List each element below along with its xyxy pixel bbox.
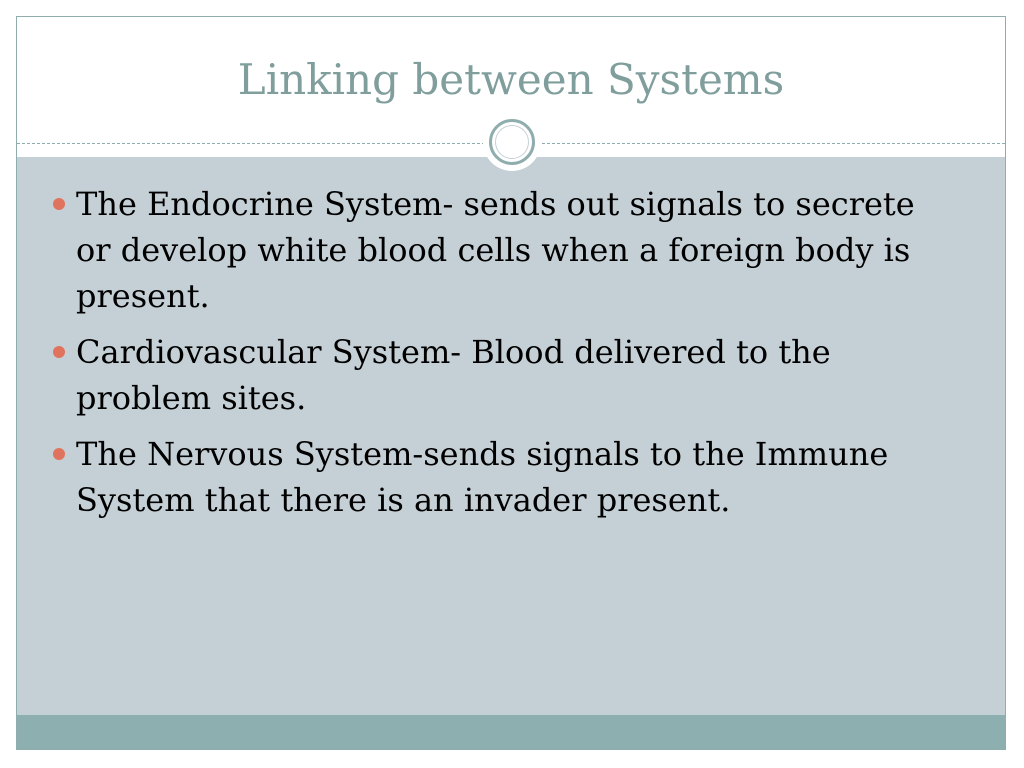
circle-bullet-icon	[53, 198, 65, 210]
slide-title: Linking between Systems	[237, 55, 785, 104]
footer-bar	[17, 715, 1005, 749]
ring-icon	[489, 119, 535, 165]
bullet-text: Cardiovascular System- Blood delivered t…	[76, 333, 831, 417]
bullet-item: The Nervous System-sends signals to the …	[53, 431, 953, 523]
bullet-item: Cardiovascular System- Blood delivered t…	[53, 329, 953, 421]
ring-inner-icon	[495, 125, 529, 159]
bullet-list: The Endocrine System- sends out signals …	[53, 181, 953, 533]
circle-bullet-icon	[53, 346, 65, 358]
content-area	[17, 157, 1005, 717]
circle-bullet-icon	[53, 448, 65, 460]
slide: Linking between Systems The Endocrine Sy…	[16, 16, 1006, 750]
bullet-text: The Endocrine System- sends out signals …	[76, 185, 915, 315]
bullet-item: The Endocrine System- sends out signals …	[53, 181, 953, 319]
ring-ornament-icon	[483, 113, 541, 171]
bullet-text: The Nervous System-sends signals to the …	[76, 435, 889, 519]
